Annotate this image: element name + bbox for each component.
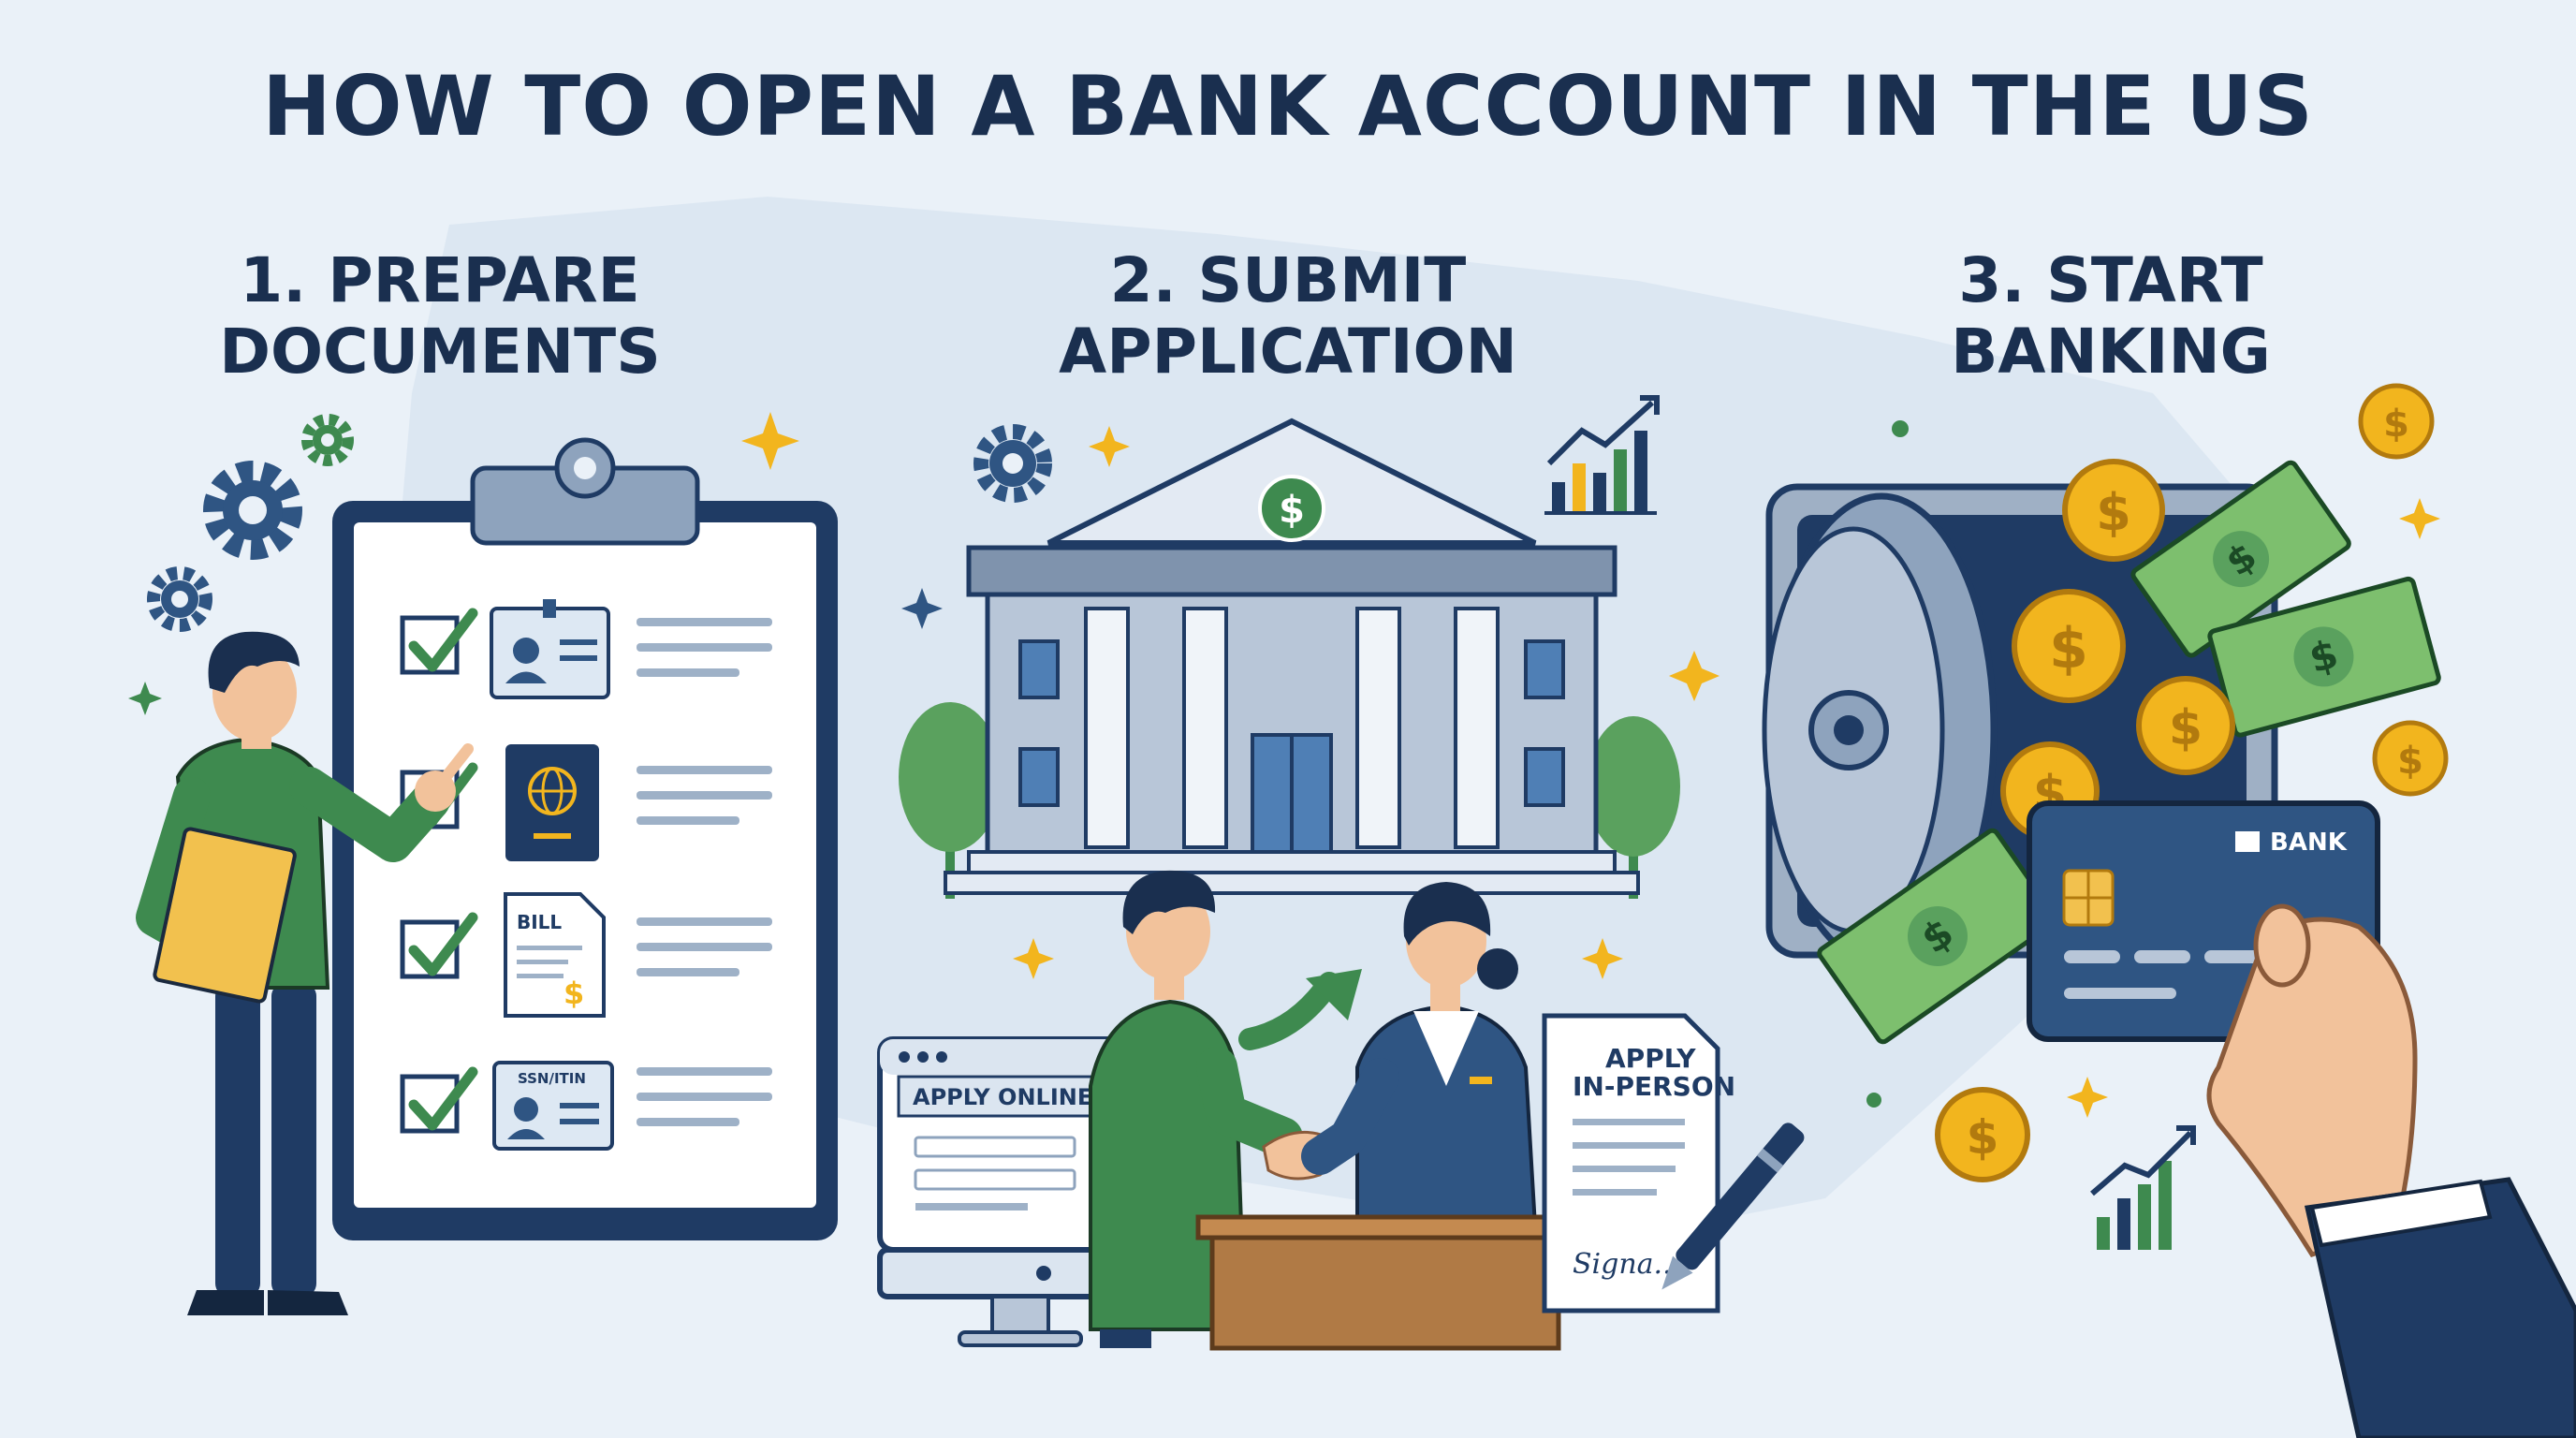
apply-in-person-line2: IN-PERSON (1573, 1071, 1735, 1102)
step-3-heading: 3. START BANKING (1783, 245, 2438, 388)
dot (1892, 420, 1909, 437)
text-lines (637, 766, 772, 825)
customer-person (1089, 870, 1303, 1348)
ssn-card-icon (492, 1061, 614, 1151)
dot (1866, 1093, 1881, 1108)
gear-icon (973, 424, 1052, 503)
step-1-line-1: 1. PREPARE (240, 244, 640, 316)
sparkle-icon (2067, 1077, 2108, 1118)
check-icon (408, 912, 478, 976)
step-1-heading: 1. PREPARE DOCUMENTS (112, 245, 768, 388)
sparkle-icon (1582, 938, 1623, 979)
bill-label: BILL (517, 911, 562, 933)
banking-illustration: $ $ $ $ $ $ $ $ $ $ (1762, 383, 2576, 1438)
step-1-line-2: DOCUMENTS (219, 315, 661, 388)
coin-icon: $ (2012, 589, 2126, 703)
ssn-label: SSN/ITIN (518, 1070, 586, 1087)
svg-text:$: $ (2049, 616, 2088, 682)
check-icon (408, 1066, 478, 1131)
dollar-icon (1258, 475, 1325, 542)
step-3-line-1: 3. START (1958, 244, 2263, 316)
svg-text:$: $ (2169, 700, 2203, 756)
coin-icon: $ (2136, 676, 2235, 775)
gear-icon (147, 566, 212, 632)
sparkle-icon (741, 412, 799, 470)
coin-icon: $ (2372, 720, 2449, 797)
sparkle-icon (901, 588, 943, 629)
hand-holding-card (2206, 903, 2576, 1438)
growth-chart-icon (2090, 1125, 2196, 1250)
tree (899, 702, 1002, 899)
bill-document-icon (504, 892, 606, 1018)
step-3-line-2: BANKING (1951, 315, 2271, 388)
computer-monitor: APPLY ONLINE (877, 1036, 1145, 1347)
money-bill-icon: $ (2207, 576, 2441, 738)
page-title: HOW TO OPEN A BANK ACCOUNT IN THE US (262, 58, 2314, 154)
step-2-line-2: APPLICATION (1059, 315, 1517, 388)
svg-text:$: $ (1279, 489, 1305, 532)
signature-text: Signa... (1573, 1248, 1680, 1281)
text-lines (637, 618, 772, 677)
folder-icon (153, 827, 297, 1004)
tree (1587, 716, 1680, 899)
apply-online-label: APPLY ONLINE (913, 1084, 1092, 1110)
text-lines (637, 917, 772, 976)
coin-icon: $ (2062, 459, 2165, 562)
bank-logo-icon (2235, 831, 2260, 852)
step-2-heading: 2. SUBMIT APPLICATION (960, 245, 1616, 388)
apply-in-person-document: APPLY IN-PERSON Signa... (1542, 1013, 1805, 1313)
coin-icon: $ (1935, 1087, 2030, 1182)
bank-teller-person (1301, 882, 1538, 1228)
sparkle-icon (2399, 498, 2440, 539)
card-bank-label: BANK (2270, 829, 2348, 857)
gear-icon (301, 414, 354, 466)
sparkle-icon (1089, 426, 1130, 467)
svg-text:$: $ (2383, 403, 2409, 446)
documents-illustration: BILL $ SSN/ITIN (128, 412, 838, 1315)
step-2-line-1: 2. SUBMIT (1109, 244, 1467, 316)
svg-text:$: $ (2096, 483, 2131, 542)
application-illustration: $ APPLY ONLINE (877, 395, 1805, 1351)
svg-text:$: $ (2397, 740, 2423, 783)
sparkle-icon (128, 682, 162, 715)
text-lines (637, 1067, 772, 1126)
sparkle-icon (1013, 938, 1054, 979)
check-icon (408, 608, 478, 672)
money-bill-icon: $ (1817, 828, 2058, 1045)
person-holding-folder (136, 631, 474, 1315)
svg-text:$: $ (1967, 1110, 1999, 1165)
apply-in-person-line1: APPLY (1605, 1043, 1696, 1074)
sparkle-icon (1669, 651, 1720, 701)
money-bill-icon: $ (2130, 460, 2351, 658)
dollar-icon: $ (564, 976, 584, 1011)
coin-icon: $ (2358, 383, 2435, 460)
growth-chart-icon (1544, 395, 1660, 515)
pen-icon (1661, 1123, 1805, 1290)
passport-icon (505, 744, 599, 861)
id-card-icon (490, 607, 610, 699)
gear-icon (203, 461, 302, 560)
